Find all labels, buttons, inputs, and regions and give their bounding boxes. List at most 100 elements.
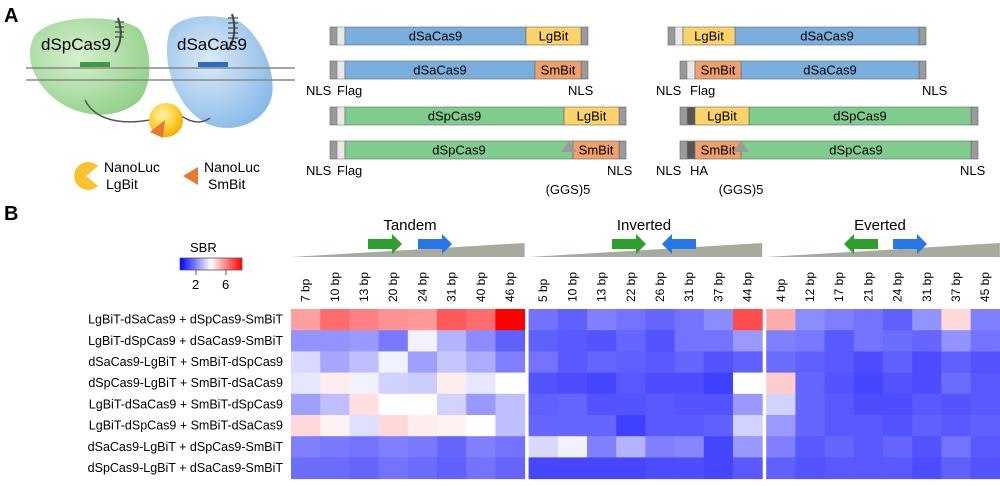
construct-annotation: NLS [306,83,332,98]
heatmap-cell [853,415,884,437]
heatmap-cell [437,351,467,374]
column-label: 40 bp [474,272,488,302]
right-arrow-icon [893,234,927,254]
heatmap-cell [349,436,380,458]
legend-smbit-line2: SmBit [208,176,245,192]
split-luciferase-tag [563,106,620,126]
heatmap-cell [528,372,559,395]
heatmap-cell [378,351,409,374]
heatmap-cell [853,436,884,458]
heatmap-cell [320,436,350,458]
tag-block [336,140,346,160]
column-label: 17 bp [832,272,846,302]
heatmap-cell [941,351,972,374]
heatmap-cell [407,351,438,374]
heatmap-cell [349,457,380,480]
tag-label: SmBit [701,63,736,78]
smbit-wedge [150,120,165,138]
heatmap-cell [941,309,972,331]
heatmap-cell [616,351,646,374]
heatmap-cell [824,330,855,352]
cas9-domain-label: dSpCas9 [432,143,485,158]
split-luciferase-tag [682,26,736,46]
legend-smbit-line1: NanoLuc [204,159,260,175]
heatmap-cell [941,436,972,458]
left-arrow-icon [662,234,696,254]
heatmap-cell [733,457,763,480]
heatmap-cell [466,436,496,458]
heatmap-cell [645,415,676,437]
column-label: 31 bp [920,272,934,302]
nls-block [679,140,688,160]
heatmap-cell [795,393,826,416]
column-label: 7 bp [299,278,313,302]
heatmap-cell [320,393,350,416]
column-label: 13 bp [595,272,609,302]
heatmap-cell [970,372,1000,395]
heatmap-cell [824,372,855,395]
heatmap-cell [291,351,321,374]
heatmap-cell [970,436,1000,458]
heatmap-cell [528,415,559,437]
column-label: 12 bp [803,272,817,302]
heatmap-cell [495,351,526,374]
construct-annotation: HA [690,163,708,178]
heatmap-cell [291,415,321,437]
heatmap-cell [349,351,380,374]
row-label: LgBiT-dSaCas9 + dSpCas9-SmBiT [88,313,283,327]
heatmap-cell [557,351,588,374]
cas9-domain-label: dSaCas9 [413,63,466,78]
heatmap-cell [795,436,826,458]
heatmap-cell [557,393,588,416]
heatmap-cell [320,372,350,395]
heatmap-cell [883,351,913,374]
heatmap-cell [912,393,942,416]
nls-block [580,60,589,80]
heatmap-cell [733,436,763,458]
heatmap-cell [495,436,526,458]
heatmap-cell [912,415,942,437]
column-label: 22 bp [624,272,638,302]
heatmap-cell [645,351,676,374]
heatmap-cell [407,415,438,437]
heatmap-cell [378,436,409,458]
heatmap-cell [795,309,826,331]
spacing-wedge [528,243,763,257]
heatmap-cell [378,372,409,395]
heatmap-cell [766,309,796,331]
heatmap-cell [437,415,467,437]
column-label: 24 bp [415,272,429,302]
heatmap-cell [320,351,350,374]
heatmap-cell [437,330,467,352]
cas9-domain-label: dSpCas9 [428,109,481,124]
heatmap-cell [349,415,380,437]
nls-block [970,106,979,126]
colorbar [179,257,243,271]
heatmap-cell [703,436,734,458]
nls-block [618,106,627,126]
cas9-domain-label: dSpCas9 [833,109,886,124]
heatmap-cell [378,330,409,352]
column-label: 37 bp [949,272,963,302]
heatmap-cell [733,415,763,437]
column-label: 10 bp [328,272,342,302]
heatmap-cell [853,330,884,352]
heatmap-cell [883,457,913,480]
heatmap-cell [466,393,496,416]
heatmap-cell [674,457,705,480]
tag-label: SmBit [701,143,736,158]
heatmap-cell [674,330,705,352]
construct-annotation: NLS [656,83,682,98]
heatmap-cell [733,309,763,331]
legend-lgbit-line1: NanoLuc [104,159,160,175]
row-label: LgBiT-dSpCas9 + dSaCas9-SmBiT [88,334,283,348]
heatmap-cell [912,436,942,458]
protein-right-label: dSaCas9 [177,35,247,54]
heatmap-cell [587,436,617,458]
heatmap-cell [587,372,617,395]
heatmap-cell [912,309,942,331]
tag-label: LgBit [577,109,607,124]
split-luciferase-tag [534,60,582,80]
